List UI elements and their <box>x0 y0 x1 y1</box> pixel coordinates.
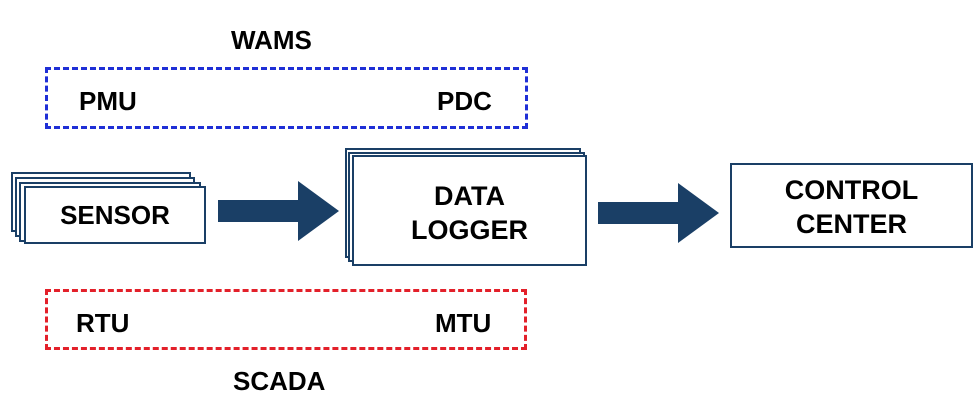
wams-title: WAMS <box>231 25 312 55</box>
control-center-box <box>730 163 973 248</box>
data-logger-label-line2: LOGGER <box>410 214 528 245</box>
data-logger-box <box>352 155 587 266</box>
mtu-label: MTU <box>435 308 492 338</box>
rtu-label: RTU <box>76 308 130 338</box>
control-center-label-line1: CONTROL <box>784 174 919 205</box>
sensor-box <box>24 186 206 244</box>
control-center-label-line2: CENTER <box>795 208 907 239</box>
scada-group-border <box>45 289 527 350</box>
right-arrow-icon <box>218 181 339 241</box>
pmu-label: PMU <box>79 86 137 116</box>
pdc-label: PDC <box>437 86 492 116</box>
wams-group-border <box>45 67 528 129</box>
data-logger-label-line1: DATA <box>434 180 505 211</box>
control-center-label: CONTROL CENTER <box>730 165 973 250</box>
scada-title: SCADA <box>233 366 326 396</box>
right-arrow-icon <box>598 183 719 243</box>
data-logger-label: DATA LOGGER <box>352 158 587 269</box>
sensor-label: SENSOR <box>60 199 170 230</box>
